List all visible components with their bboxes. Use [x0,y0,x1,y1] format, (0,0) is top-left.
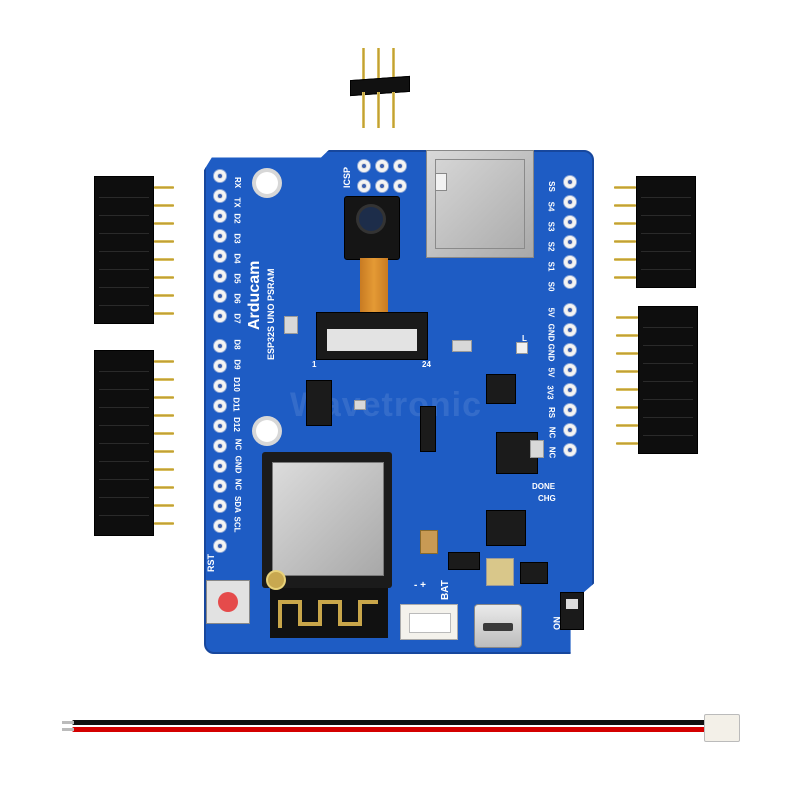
capacitor [420,530,438,554]
left-pad-column [214,170,228,560]
pin-label-tx: TX [232,197,242,208]
pin-label-3v3: 3V3 [545,385,555,400]
pin-label-rx: RX [233,176,243,189]
pin-label-d5: D5 [232,273,242,284]
pin-label-rs: RS [547,406,557,419]
pin-label-d7: D7 [232,313,242,324]
pin-label-scl: SCL [232,516,242,533]
reset-button-cap[interactable] [218,592,238,612]
mounting-hole [256,420,278,442]
pin-label-d4: D4 [232,253,242,264]
camera-module [344,196,400,260]
camera-lens [359,207,383,231]
ic-chip [486,374,516,404]
camera-connector [316,312,428,360]
right-header-bottom [638,306,698,454]
pin-label-d6: D6 [232,293,242,304]
led-label: L [522,334,527,343]
pin-label-nc: NC [233,438,243,451]
ic-chip [486,510,526,546]
reset-button[interactable] [206,580,250,624]
smd-part [354,400,366,410]
pin-label-d10: D10 [231,377,241,392]
antenna-trace [278,600,378,628]
right-header-top-pins [612,176,636,288]
right-header-bottom-pins [614,306,638,454]
icsp-pads [356,158,416,198]
pin-label-sda: SDA [232,496,242,513]
pin-label-d8: D8 [232,339,242,350]
pin-label-nc: NC [547,426,557,439]
icsp-label: ICSP [342,166,352,188]
left-header-top [94,176,154,324]
pin-label-5v: 5V [546,307,556,318]
status-label-chg: CHG [538,494,556,503]
right-pad-column [564,176,578,466]
micro-usb-port[interactable] [474,604,522,648]
pin-number-1: 1 [312,360,317,369]
pin-label-d3: D3 [232,233,242,244]
ic-chip [448,552,480,570]
pin-label-d11: D11 [231,397,241,412]
battery-cable [62,716,712,736]
power-switch[interactable] [560,592,584,630]
bat-label: BAT [440,580,451,600]
pin-label-5v: 5V [546,367,556,378]
pin-label-s2: S2 [546,241,556,252]
inductor [486,558,514,586]
left-header-top-pins [154,176,176,324]
pin-label-ss: SS [546,181,556,192]
esp32-module [262,452,392,588]
pin-label-nc: NC [547,446,557,459]
pin-label-nc: NC [233,478,243,491]
right-header-top [636,176,696,288]
pin-label-s3: S3 [546,221,556,232]
battery-connector[interactable] [400,604,458,640]
pin-label-d2: D2 [232,213,242,224]
smd-part [516,342,528,354]
pin-label-gnd: GND [546,343,556,362]
pin-label-d12: D12 [231,417,241,432]
left-header-bottom-pins [154,350,176,536]
left-header-bottom [94,350,154,536]
jst-plug [704,714,740,742]
status-label-done: DONE [532,482,556,491]
sd-card-slot [426,150,534,258]
pin-label-s4: S4 [546,201,556,212]
brand-text: Arducam [246,260,263,330]
pin-number-24: 24 [422,360,431,369]
rst-label: RST [206,554,216,572]
smd-part [452,340,472,352]
mounting-hole [256,172,278,194]
smd-part [530,440,544,458]
ufl-connector [268,572,284,588]
pin-label-gnd: GND [233,455,243,474]
pin-label-s0: S0 [546,281,556,292]
antenna [270,588,388,638]
smd-part [284,316,298,334]
pin-label-s1: S1 [546,261,556,272]
model-text: ESP32S UNO PSRAM [266,268,276,360]
diode [520,562,548,584]
top-pin-header [350,48,412,130]
ic-chip [420,406,436,452]
ic-chip [306,380,332,426]
pin-label-d9: D9 [232,359,242,370]
camera-flex-cable [360,258,388,314]
bat-polarity: - + [414,580,426,591]
pin-label-gnd: GND [546,323,556,342]
